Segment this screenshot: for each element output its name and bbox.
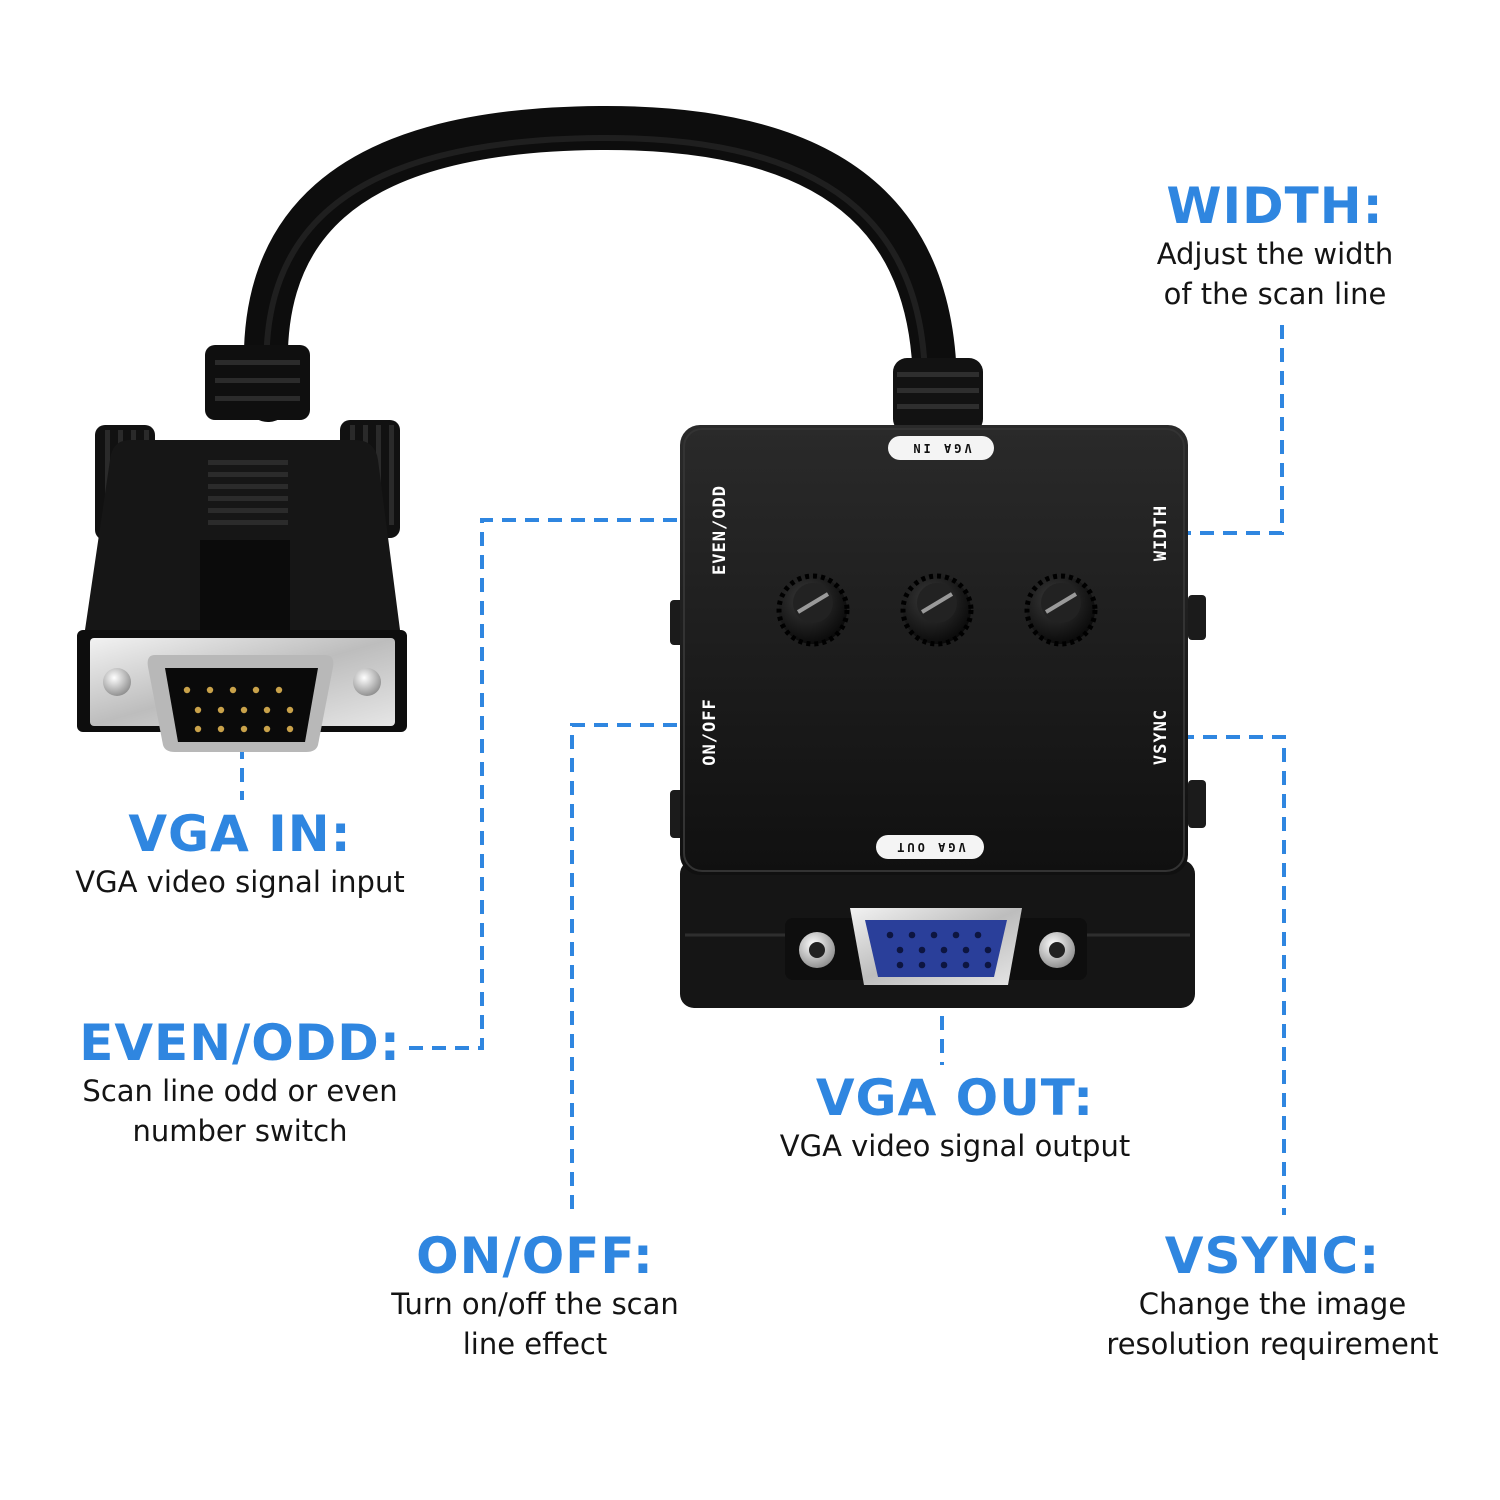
callout-even-odd: EVEN/ODD: Scan line odd or even number s… [40,1015,440,1151]
vga-male-connector-icon [77,345,407,752]
callout-desc-line: of the scan line [1163,277,1387,311]
callout-vsync: VSYNC: Change the image resolution requi… [1080,1228,1465,1364]
device-label-even-odd: EVEN/ODD [710,485,730,575]
callout-title: WIDTH: [1166,177,1384,235]
callout-on-off: ON/OFF: Turn on/off the scan line effect [355,1228,715,1364]
callout-desc-line: resolution requirement [1106,1327,1439,1361]
leader-on-off [570,723,700,1215]
leader-vsync [1180,735,1286,1215]
vga-out-pill: VGA OUT [876,835,984,859]
callout-title: VSYNC: [1164,1227,1381,1285]
device-bottom-label: VGA OUT [894,840,966,854]
device-label-vsync: VSYNC [1151,709,1171,765]
callout-title: ON/OFF: [416,1227,654,1285]
leader-width [1185,325,1284,535]
cable [243,105,957,422]
callout-vga-out: VGA OUT: VGA video signal output [740,1070,1170,1166]
device-label-on-off: ON/OFF [700,698,720,765]
callout-desc-line: VGA video signal output [779,1129,1131,1163]
device-strain-relief [893,358,983,433]
callout-title: VGA IN: [128,805,352,863]
knob-icon[interactable] [900,573,974,647]
callout-desc-line: VGA video signal input [75,865,405,899]
callout-desc-line: Turn on/off the scan [391,1287,679,1321]
knob-icon[interactable] [776,573,850,647]
vga-female-port-icon [785,908,1087,985]
vga-in-pill: VGA IN [888,436,994,460]
leader-even-odd [405,518,700,1050]
device-top-label: VGA IN [910,441,971,455]
callout-desc-line: Scan line odd or even [82,1074,398,1108]
callout-width: WIDTH: Adjust the width of the scan line [1120,178,1430,314]
callout-desc-line: Adjust the width [1156,237,1394,271]
knob-icon[interactable] [1024,573,1098,647]
callout-desc-line: line effect [462,1327,608,1361]
callout-desc-line: number switch [132,1114,348,1148]
device-label-width: WIDTH [1151,505,1171,561]
callout-title: EVEN/ODD: [79,1014,401,1072]
callout-title: VGA OUT: [815,1069,1095,1127]
callout-vga-in: VGA IN: VGA video signal input [40,806,440,902]
callout-desc-line: Change the image [1138,1287,1407,1321]
